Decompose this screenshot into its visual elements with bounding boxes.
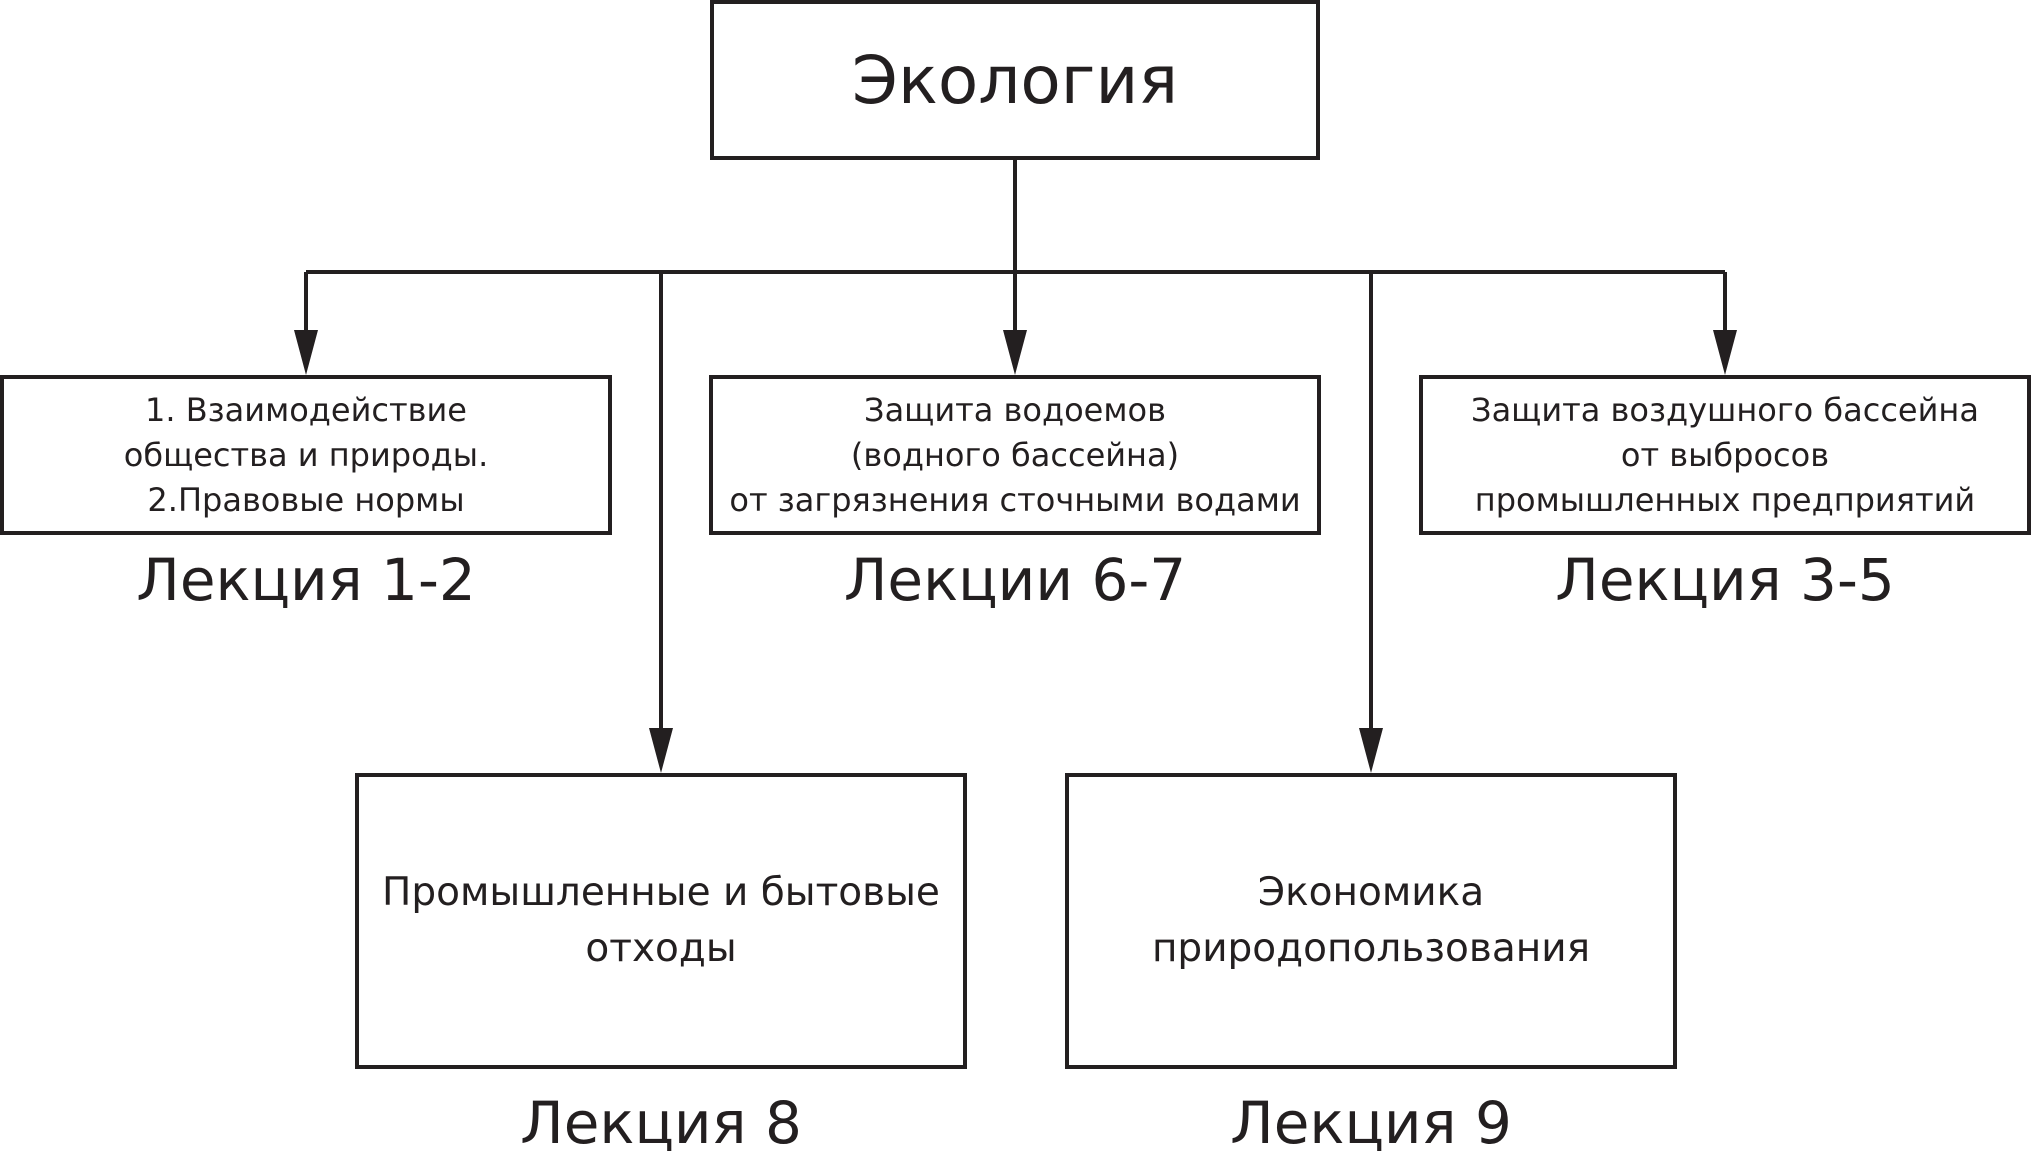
lecture-caption-economy: Лекция 9 xyxy=(1230,1089,1512,1157)
node-text-line: Защита воздушного бассейна xyxy=(1471,390,1979,429)
lecture-caption-right: Лекция 3-5 xyxy=(1555,546,1895,614)
root-node-ecology: Экология xyxy=(710,0,1320,160)
node-text-line: отходы xyxy=(585,926,737,971)
node-economy: Экономика природопользования xyxy=(1065,773,1677,1069)
node-text-line: Защита водоемов xyxy=(864,390,1166,429)
node-society-nature: 1. Взаимодействие общества и природы. 2.… xyxy=(0,375,612,535)
node-text-line: общества и природы. xyxy=(123,435,489,474)
lecture-caption-left: Лекция 1-2 xyxy=(136,546,476,614)
node-text-line: 2.Правовые нормы xyxy=(147,480,465,519)
arrowhead-middle xyxy=(1003,330,1027,375)
arrowhead-right xyxy=(1713,330,1737,375)
node-text-line: от выбросов xyxy=(1620,435,1830,474)
node-text-line: 1. Взаимодействие xyxy=(145,390,467,429)
node-text-line: (водного бассейна) xyxy=(850,435,1180,474)
node-air-protection: Защита воздушного бассейна от выбросов п… xyxy=(1419,375,2031,535)
node-waste: Промышленные и бытовые отходы xyxy=(355,773,967,1069)
node-text-line: от загрязнения сточными водами xyxy=(729,480,1301,519)
node-water-protection: Защита водоемов (водного бассейна) от за… xyxy=(709,375,1321,535)
lecture-caption-waste: Лекция 8 xyxy=(520,1089,802,1157)
root-node-label: Экология xyxy=(851,41,1179,119)
node-text-line: промышленных предприятий xyxy=(1474,480,1976,519)
node-text-line: Промышленные и бытовые xyxy=(382,870,940,915)
node-text-line: Экономика xyxy=(1257,870,1485,915)
lecture-caption-middle: Лекции 6-7 xyxy=(843,546,1187,614)
arrowhead-economy xyxy=(1359,728,1383,773)
arrowhead-waste xyxy=(649,728,673,773)
node-text-line: природопользования xyxy=(1151,926,1591,971)
arrowhead-left xyxy=(294,330,318,375)
